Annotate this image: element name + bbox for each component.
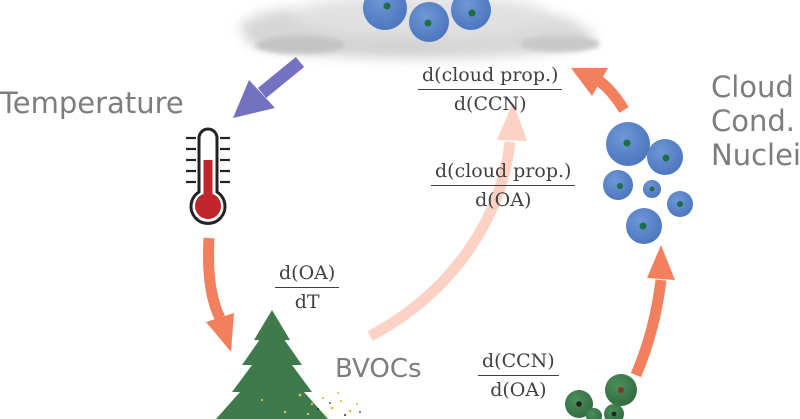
dccn-doa-fraction: d(CCN) d(OA) <box>478 350 559 401</box>
dccn-doa-denominator: d(OA) <box>490 379 547 401</box>
ccn-label: Cloud Cond. Nuclei <box>711 70 800 173</box>
dcloud-doa-numerator: d(cloud prop.) <box>431 160 576 186</box>
ccn-label-line-1: Cloud <box>711 70 794 104</box>
thermometer-icon <box>186 127 230 225</box>
dcloud-dccn-denominator: d(CCN) <box>453 93 527 115</box>
doa-dt-denominator: dT <box>294 291 320 313</box>
dcloud-doa-fraction: d(cloud prop.) d(OA) <box>431 160 576 211</box>
ccn-to-cloud-arrow <box>571 68 629 113</box>
dcloud-doa-denominator: d(OA) <box>475 189 532 211</box>
bvocs-to-cloud-arrow <box>367 102 527 341</box>
dcloud-dccn-fraction: d(cloud prop.) d(CCN) <box>418 64 563 115</box>
bvocs-label: BVOCs <box>335 354 422 384</box>
oa-to-ccn-arrow <box>630 245 675 378</box>
doa-dt-numerator: d(OA) <box>275 262 340 288</box>
ccn-label-line-3: Nuclei <box>711 138 800 173</box>
dcloud-dccn-numerator: d(cloud prop.) <box>418 64 563 90</box>
ccn-particles-icon <box>603 122 693 244</box>
tree-icon <box>216 310 361 419</box>
dccn-doa-numerator: d(CCN) <box>478 350 559 376</box>
temperature-label: Temperature <box>0 86 184 120</box>
cloud-ccn-particles <box>363 0 491 42</box>
doa-dt-fraction: d(OA) dT <box>275 262 340 313</box>
temperature-to-forest-arrow <box>202 237 234 352</box>
cloud-to-temperature-arrow <box>233 56 305 118</box>
oa-particles-icon <box>565 374 637 419</box>
ccn-label-line-2: Cond. <box>711 104 795 139</box>
